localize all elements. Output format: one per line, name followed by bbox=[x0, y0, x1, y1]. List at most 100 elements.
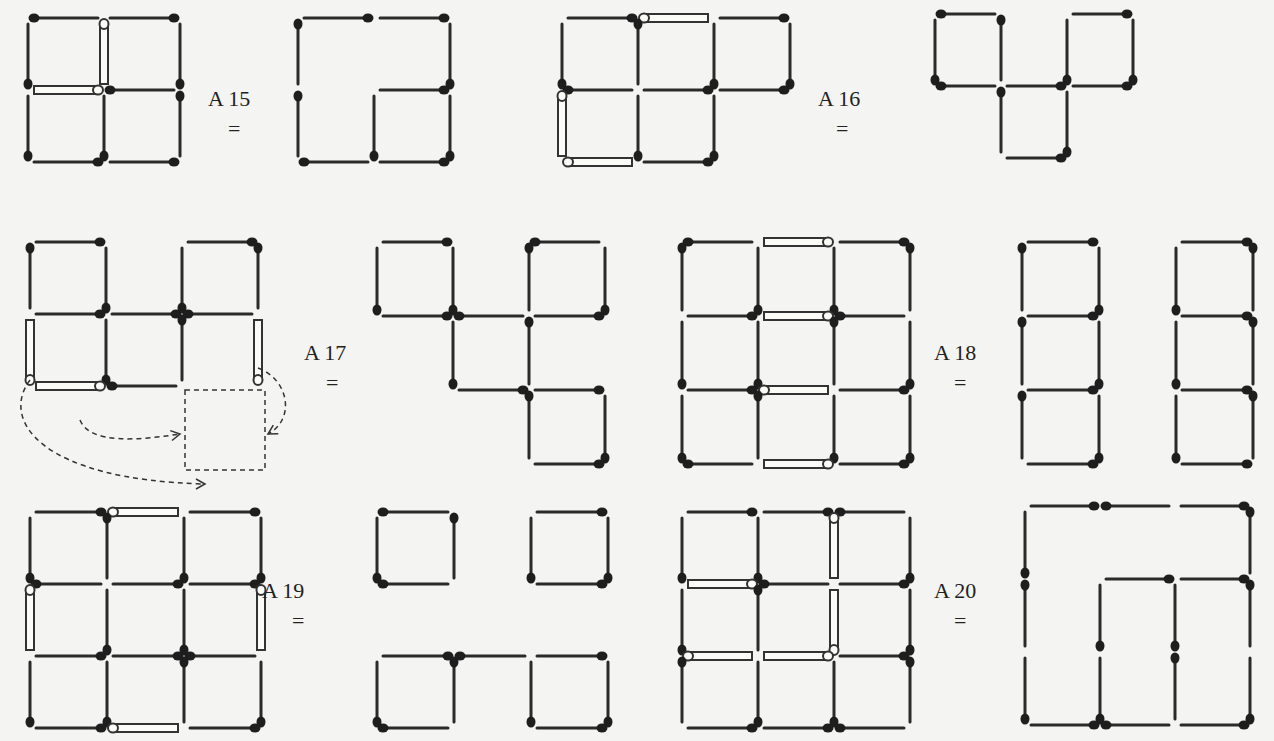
match-head bbox=[26, 243, 35, 254]
matchstick bbox=[1181, 575, 1250, 584]
match-head bbox=[835, 724, 846, 733]
move-arrow bbox=[258, 368, 285, 434]
match-stick bbox=[304, 161, 368, 164]
match-stick bbox=[637, 24, 640, 84]
match-stick bbox=[1007, 85, 1061, 88]
match-head bbox=[1246, 580, 1255, 591]
matchstick bbox=[644, 86, 714, 95]
match-stick bbox=[535, 315, 599, 318]
match-stick bbox=[452, 248, 455, 310]
matchstick bbox=[1031, 502, 1100, 511]
puzzle-number: A 17 bbox=[304, 342, 346, 364]
match-stick bbox=[183, 518, 186, 578]
matchstick bbox=[604, 662, 613, 728]
match-stick bbox=[833, 248, 836, 310]
match-head bbox=[378, 724, 389, 733]
matchstick bbox=[176, 24, 185, 90]
match-head bbox=[107, 382, 118, 391]
matchstick bbox=[830, 396, 839, 464]
matchstick bbox=[764, 724, 834, 733]
matchstick bbox=[102, 248, 111, 314]
matchstick bbox=[183, 310, 253, 319]
puzzle-number: A 15 bbox=[208, 88, 250, 110]
match-stick bbox=[380, 89, 444, 92]
match-stick bbox=[720, 89, 784, 92]
match-stick bbox=[297, 96, 300, 156]
matchstick bbox=[710, 24, 719, 90]
matchstick bbox=[527, 662, 536, 728]
match-stick bbox=[528, 248, 531, 310]
matchstick bbox=[257, 662, 266, 728]
match-stick bbox=[909, 590, 912, 650]
match-head bbox=[1018, 391, 1027, 402]
match-stick bbox=[840, 727, 904, 730]
match-head bbox=[597, 580, 608, 589]
matchstick bbox=[537, 580, 608, 589]
matchstick bbox=[459, 386, 529, 395]
match-head bbox=[1089, 502, 1100, 511]
match-stick bbox=[1028, 315, 1093, 318]
match-head bbox=[1101, 502, 1112, 511]
match-head bbox=[527, 717, 536, 728]
match-stick bbox=[103, 96, 106, 156]
matchstick bbox=[450, 513, 459, 579]
matchstick bbox=[906, 657, 915, 723]
match-head bbox=[703, 86, 714, 95]
matchstick bbox=[906, 590, 915, 656]
match-stick bbox=[530, 518, 533, 578]
matchstick bbox=[103, 590, 112, 656]
match-head bbox=[1246, 507, 1255, 518]
match-head bbox=[1249, 243, 1258, 254]
match-head bbox=[299, 158, 310, 167]
matchstick bbox=[383, 652, 454, 661]
match-stick bbox=[106, 590, 109, 650]
puzzle-number: A 19 bbox=[262, 580, 304, 602]
matchstick bbox=[683, 460, 753, 469]
match-head bbox=[254, 375, 263, 385]
matchstick bbox=[36, 508, 107, 517]
equals-sign: = bbox=[954, 610, 966, 632]
match-stick bbox=[789, 24, 792, 84]
match-stick bbox=[840, 583, 904, 586]
matchstick bbox=[1129, 20, 1138, 86]
match-head bbox=[823, 238, 833, 247]
equals-sign: = bbox=[954, 372, 966, 394]
match-stick bbox=[607, 662, 610, 722]
match-stick bbox=[181, 320, 184, 380]
match-head bbox=[678, 573, 687, 584]
match-head bbox=[823, 652, 833, 661]
match-head bbox=[24, 79, 33, 90]
match-head bbox=[1171, 653, 1180, 664]
equals-sign: = bbox=[292, 610, 304, 632]
match-head bbox=[936, 10, 947, 19]
match-stick bbox=[681, 248, 684, 310]
matchstick bbox=[1031, 721, 1100, 730]
matchstick bbox=[188, 238, 258, 247]
moved-match bbox=[688, 580, 752, 588]
match-stick bbox=[112, 385, 176, 388]
match-head bbox=[597, 724, 608, 733]
match-stick bbox=[1182, 241, 1247, 244]
match-stick bbox=[188, 313, 252, 316]
moved-match bbox=[764, 238, 828, 246]
match-head bbox=[594, 312, 605, 321]
match-head bbox=[95, 238, 106, 247]
label-ground bbox=[952, 370, 968, 396]
match-stick bbox=[568, 89, 632, 92]
match-stick bbox=[449, 24, 452, 84]
matchstick bbox=[1181, 502, 1250, 511]
puzzle-number: A 18 bbox=[934, 342, 976, 364]
match-head bbox=[254, 243, 263, 254]
matchstick bbox=[835, 724, 905, 733]
match-stick bbox=[110, 161, 174, 164]
match-stick bbox=[380, 17, 444, 20]
matchstick bbox=[840, 580, 910, 589]
matchstick bbox=[1095, 396, 1104, 464]
matchstick bbox=[1021, 512, 1030, 579]
matchstick bbox=[840, 460, 910, 469]
match-head bbox=[525, 243, 534, 254]
match-stick bbox=[110, 17, 174, 20]
matchstick bbox=[754, 322, 763, 390]
matchstick bbox=[190, 724, 261, 733]
